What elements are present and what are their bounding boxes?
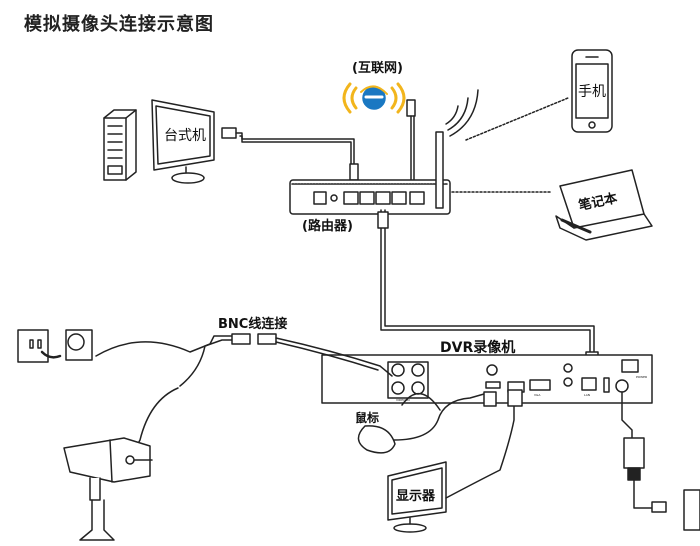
- phone: [571, 49, 613, 133]
- laptop: [555, 169, 653, 241]
- desktop-tower: [103, 109, 137, 181]
- wall-socket-left: [17, 329, 93, 363]
- router-antenna: [435, 131, 444, 209]
- label-laptop: 笔记本: [577, 190, 618, 214]
- port-label-lan: LAN: [584, 393, 590, 397]
- desktop-cable: [235, 132, 355, 180]
- label-phone: 手机: [578, 84, 606, 100]
- label-desktop: 台式机: [164, 128, 206, 144]
- label-dvr: DVR录像机: [440, 339, 515, 356]
- label-mouse: 鼠标: [355, 410, 379, 425]
- port-label-power: POWER: [636, 375, 647, 379]
- bnc-cable-dvr-side: [275, 337, 393, 377]
- monitor: [387, 389, 523, 533]
- rj45-plug: [406, 99, 416, 117]
- label-monitor: 显示器: [396, 489, 436, 504]
- diagram-title: 模拟摄像头连接示意图: [24, 14, 214, 35]
- bnc-cable-camera-side: [179, 339, 241, 387]
- lan-cable: [380, 209, 591, 353]
- label-router: (路由器): [302, 218, 353, 234]
- internet-icon: [342, 82, 406, 114]
- label-bnc: BNC线连接: [218, 316, 287, 332]
- router: [289, 89, 479, 215]
- mouse: [357, 391, 497, 454]
- label-internet: (互联网): [352, 61, 403, 76]
- wifi-link-phone: [465, 97, 569, 141]
- port-label-vga: VGA: [534, 393, 541, 397]
- port-label-video-in: VIDEO IN: [396, 398, 410, 402]
- power-adapter: [621, 391, 700, 531]
- power-cable-camera: [95, 335, 233, 357]
- wall-socket-right: [683, 489, 700, 531]
- bullet-camera: [63, 437, 153, 541]
- desktop-monitor: [151, 99, 215, 184]
- dvr-recorder: [321, 354, 653, 404]
